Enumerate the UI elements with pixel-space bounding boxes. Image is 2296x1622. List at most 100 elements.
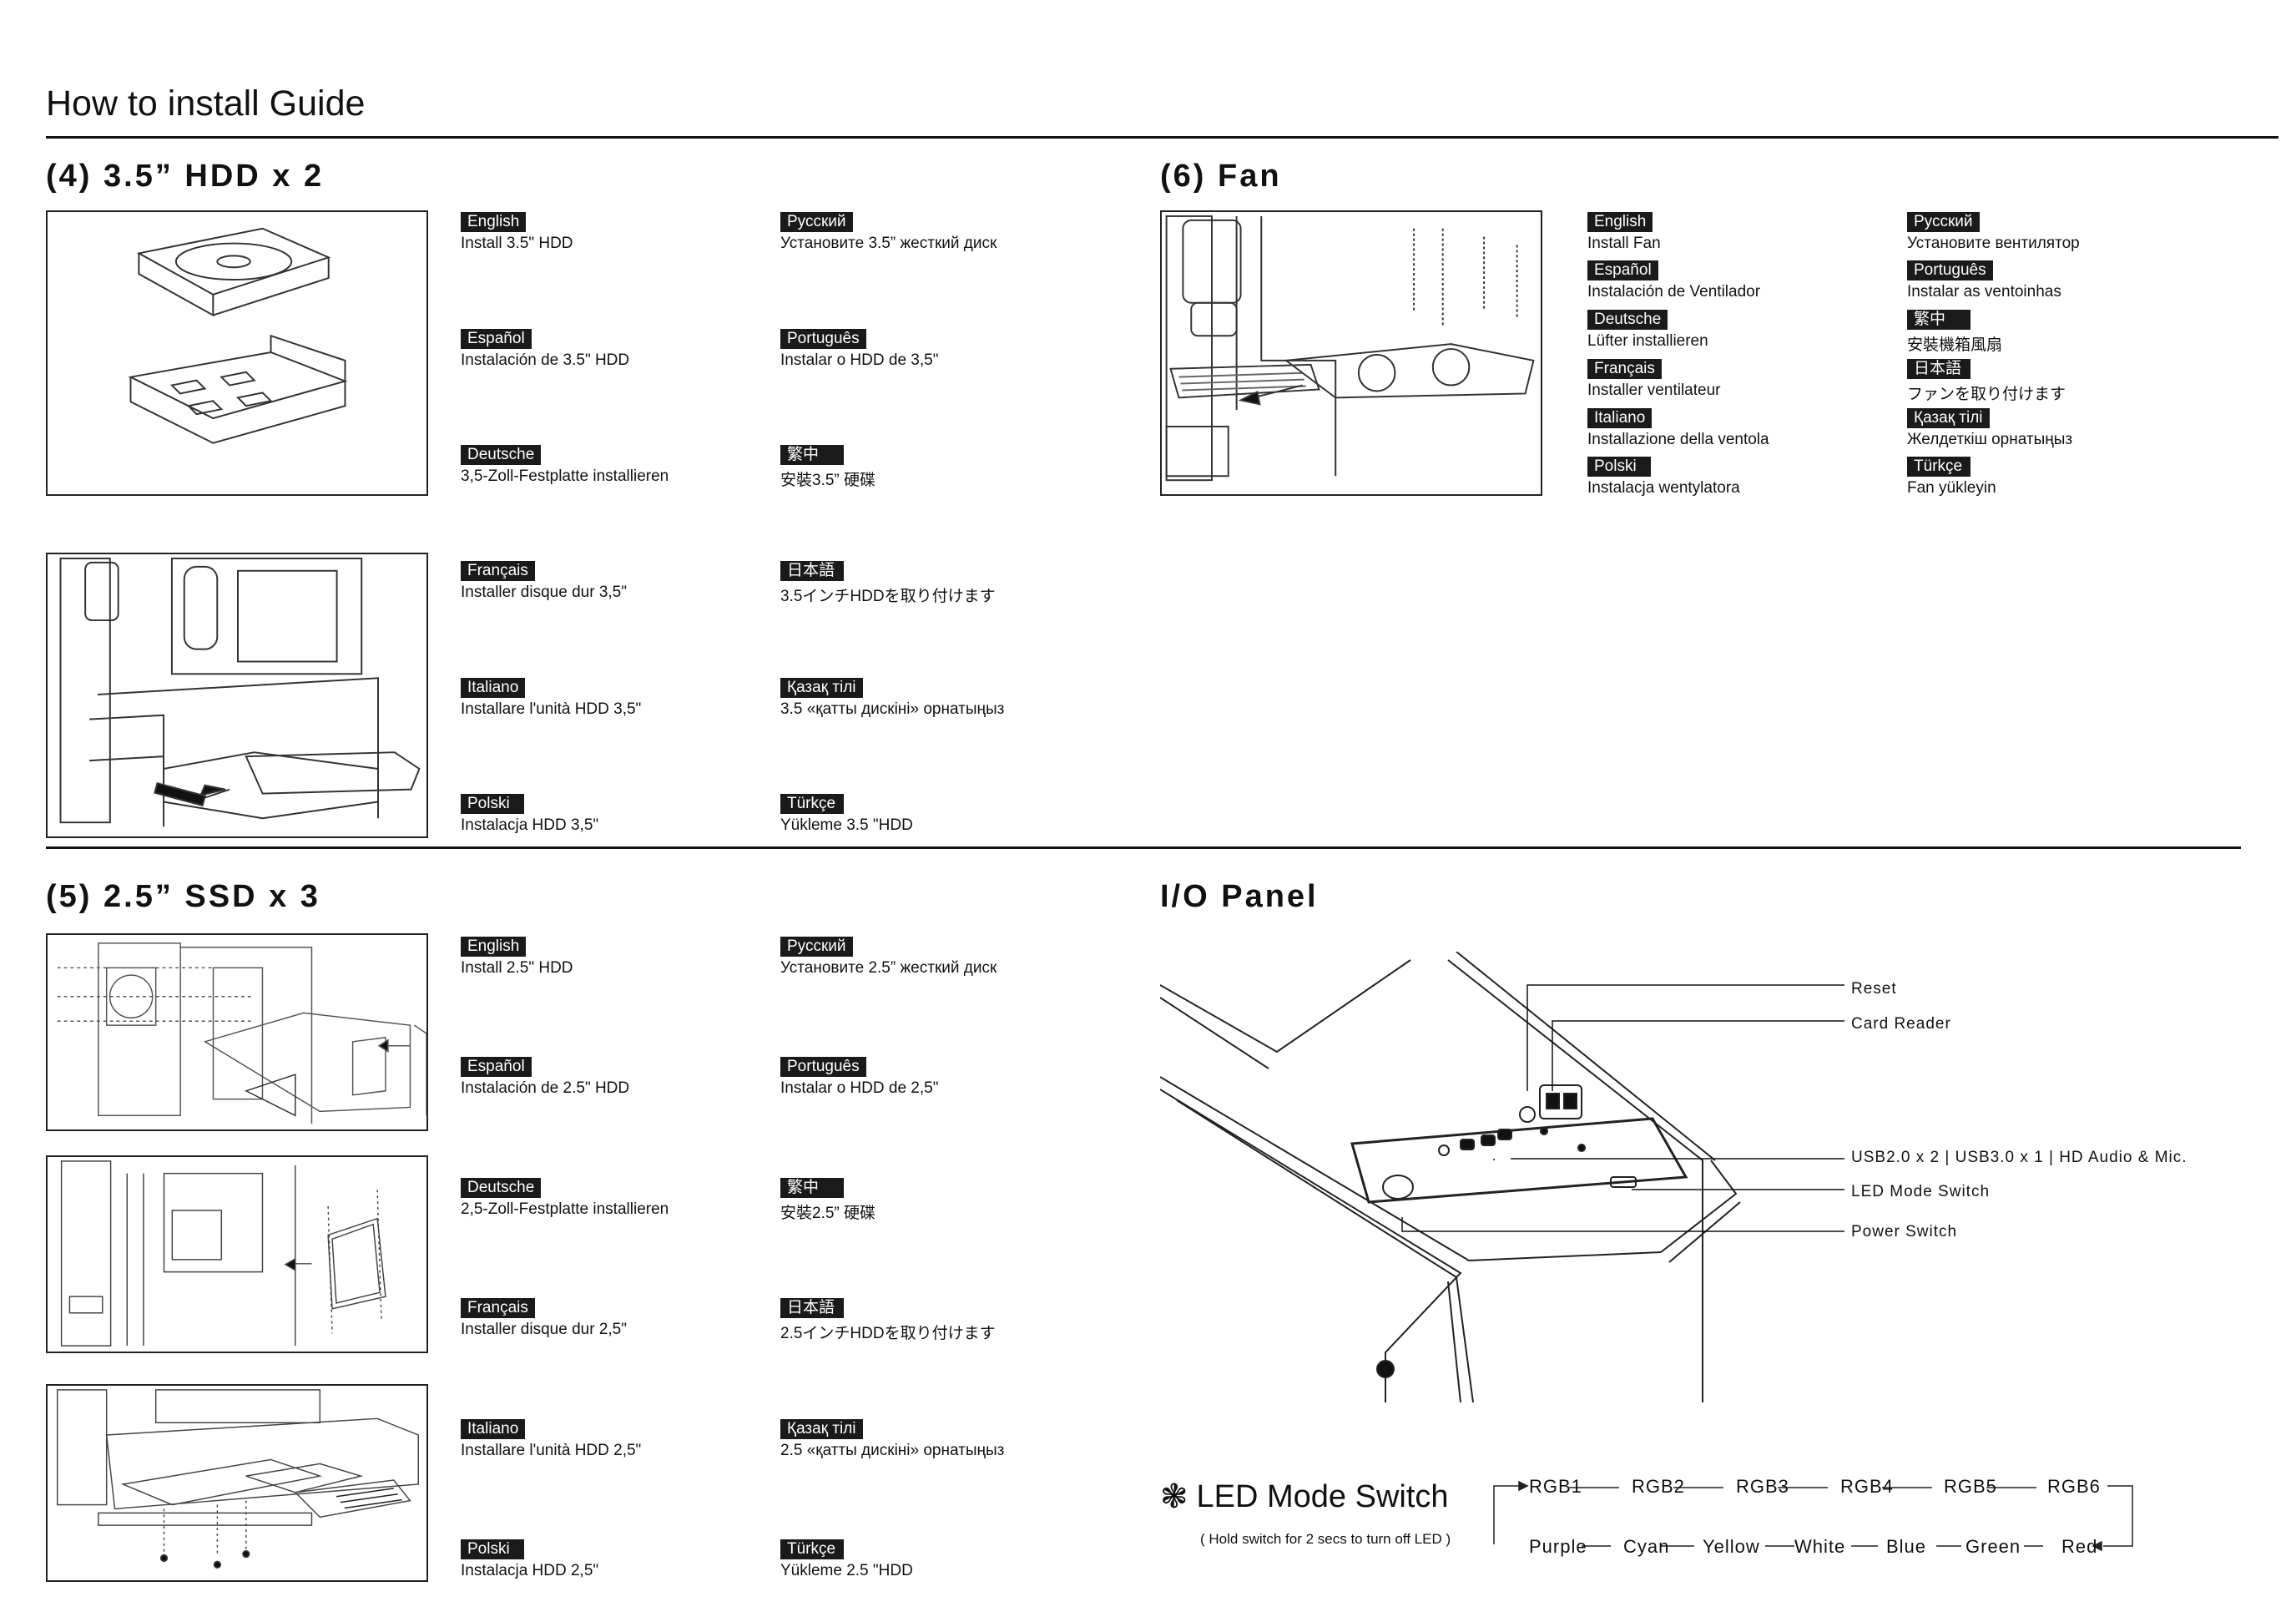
instruction-text: Instalación de Ventilador xyxy=(1587,283,1761,301)
instruction-text: Installer disque dur 2,5" xyxy=(461,1321,627,1338)
led-cycle-lines xyxy=(1493,1480,2133,1552)
io-label-reset: Reset xyxy=(1851,980,1897,998)
instruction-text: 安裝機箱風扇 xyxy=(1907,336,2003,354)
language-tag: Türkçe xyxy=(780,794,844,814)
instruction-text: Instalacja wentylatora xyxy=(1587,479,1740,497)
instruction-text: Instalar o HDD de 2,5" xyxy=(780,1079,939,1097)
color-mode-blue: Blue xyxy=(1886,1536,1927,1557)
language-tag: Polski xyxy=(461,1539,524,1559)
instruction-text: Instalación de 3.5" HDD xyxy=(461,351,630,369)
io-label-led-mode-switch: LED Mode Switch xyxy=(1851,1183,1991,1200)
language-tag: 繁中 xyxy=(780,445,844,465)
language-tag: Қазақ тілі xyxy=(1907,408,1990,428)
instruction-text: Instalación de 2.5" HDD xyxy=(461,1079,630,1097)
ssd-lang-item: 日本語 2.5インチHDDを取り付けます xyxy=(780,1298,996,1343)
language-tag: English xyxy=(461,212,527,232)
language-tag: Italiano xyxy=(461,678,526,698)
rgb-mode-rgb1: RGB1 xyxy=(1529,1476,1582,1497)
language-tag: Русский xyxy=(780,937,853,957)
language-tag: Polski xyxy=(1587,457,1651,477)
sun-icon: ❃ xyxy=(1160,1478,1188,1515)
instruction-text: 安裝2.5” 硬碟 xyxy=(780,1205,876,1222)
language-tag: Español xyxy=(1587,260,1658,280)
language-tag: 繁中 xyxy=(1907,310,1971,330)
language-tag: Português xyxy=(1907,260,1993,280)
language-tag: 日本語 xyxy=(780,561,844,581)
color-mode-red: Red xyxy=(2061,1536,2098,1557)
io-panel-illustration xyxy=(1159,951,1811,1403)
language-tag: Қазақ тілі xyxy=(780,1419,863,1439)
language-tag: Italiano xyxy=(461,1419,526,1439)
instruction-text: 3,5-Zoll-Festplatte installieren xyxy=(461,467,669,485)
instruction-text: 3.5 «қатты дискіні» орнатыңыз xyxy=(780,700,1005,718)
instruction-text: 安裝3.5” 硬碟 xyxy=(780,472,876,489)
rgb-mode-rgb4: RGB4 xyxy=(1840,1476,1894,1497)
language-tag: Deutsche xyxy=(461,445,542,465)
instruction-text: Instalacja HDD 2,5" xyxy=(461,1562,599,1579)
led-mode-title-row: ❃ LED Mode Switch xyxy=(1160,1478,1449,1516)
io-label-power-switch: Power Switch xyxy=(1851,1223,1958,1241)
instruction-text: Installer ventilateur xyxy=(1587,381,1721,399)
instruction-text: Желдеткіш орнатыңыз xyxy=(1907,431,2073,448)
language-tag: Español xyxy=(461,329,532,349)
instruction-text: Install Fan xyxy=(1587,235,1661,252)
instruction-text: Install 2.5" HDD xyxy=(461,959,573,977)
language-tag: Русский xyxy=(1907,212,1980,232)
language-tag: 日本語 xyxy=(1907,359,1971,379)
led-mode-note: ( Hold switch for 2 secs to turn off LED… xyxy=(1200,1531,1451,1547)
color-mode-yellow: Yellow xyxy=(1703,1536,1760,1557)
language-tag: Қазақ тілі xyxy=(780,678,863,698)
instruction-text: Instalacja HDD 3,5" xyxy=(461,816,599,834)
io-leader-lines xyxy=(1401,984,1844,1232)
language-tag: English xyxy=(1587,212,1653,232)
ssd-illustration-1 xyxy=(46,933,428,1131)
instruction-text: ファンを取り付けます xyxy=(1907,386,2066,403)
rgb-mode-rgb3: RGB3 xyxy=(1736,1476,1789,1497)
instruction-text: Yükleme 2.5 "HDD xyxy=(780,1562,913,1579)
middle-rule xyxy=(46,846,2241,849)
language-tag: Português xyxy=(780,1057,866,1077)
rgb-mode-rgb2: RGB2 xyxy=(1632,1476,1685,1497)
fan-lang-item: 繁中安裝機箱風扇 xyxy=(1907,310,2002,355)
rgb-mode-rgb6: RGB6 xyxy=(2047,1476,2101,1497)
color-mode-white: White xyxy=(1794,1536,1846,1557)
color-mode-purple: Purple xyxy=(1529,1536,1587,1557)
section-io-heading: I/O Panel xyxy=(1160,879,1319,914)
instruction-text: 2.5 «қатты дискіні» орнатыңыз xyxy=(780,1442,1005,1459)
instruction-text: Install 3.5" HDD xyxy=(461,235,573,252)
instruction-text: Yükleme 3.5 "HDD xyxy=(780,816,913,834)
section-fan-heading: (6) Fan xyxy=(1160,159,1282,194)
io-label-usb: USB2.0 x 2 | USB3.0 x 1 | HD Audio & Mic… xyxy=(1851,1149,2188,1166)
rgb-mode-rgb5: RGB5 xyxy=(1944,1476,1997,1497)
language-tag: Deutsche xyxy=(1587,310,1668,330)
language-tag: Español xyxy=(461,1057,532,1077)
hdd-lang-item: Deutsche 3,5-Zoll-Festplatte installieren xyxy=(461,445,669,486)
language-tag: Français xyxy=(1587,359,1662,379)
language-tag: Português xyxy=(780,329,866,349)
hdd-illustration-2 xyxy=(46,553,428,838)
instruction-text: Installer disque dur 3,5" xyxy=(461,584,627,601)
instruction-text: 2.5インチHDDを取り付けます xyxy=(780,1325,996,1342)
language-tag: English xyxy=(461,937,527,957)
title-rule xyxy=(46,136,2278,139)
language-tag: 日本語 xyxy=(780,1298,844,1318)
ssd-illustration-3 xyxy=(46,1384,428,1582)
